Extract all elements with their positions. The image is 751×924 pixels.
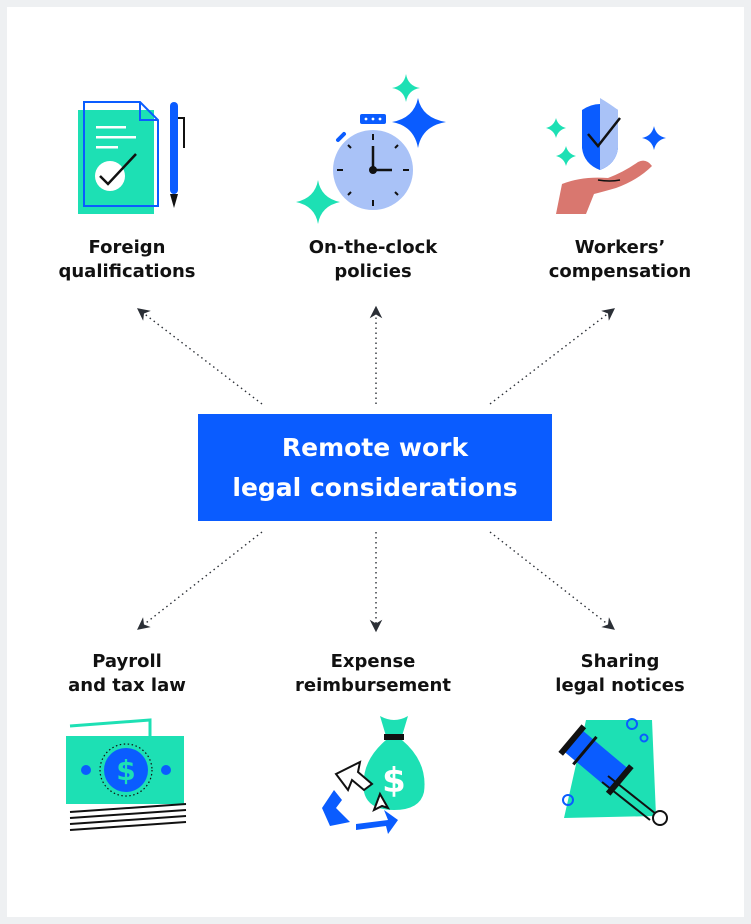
gavel-icon bbox=[558, 718, 668, 826]
money-bag-recycle-icon: $ bbox=[322, 716, 425, 834]
dollar-bills-icon: $ bbox=[66, 718, 187, 831]
connector-workers bbox=[489, 308, 615, 405]
node-label-payroll: Payroll and tax law bbox=[68, 651, 186, 696]
node-label-expense: Expense reimbursement bbox=[295, 651, 451, 696]
connector-sharing bbox=[489, 531, 615, 630]
stopwatch-with-sparkles-icon bbox=[296, 74, 446, 224]
center-title-line2: legal considerations bbox=[232, 472, 518, 502]
document-with-checkmark-and-pen-icon bbox=[78, 101, 185, 214]
connector-payroll bbox=[137, 531, 263, 630]
center-topic-box: Remote work legal considerations bbox=[198, 414, 552, 521]
node-label-sharing: Sharing legal notices bbox=[555, 651, 685, 696]
svg-text:$: $ bbox=[382, 761, 406, 801]
node-label-foreign: Foreign qualifications bbox=[58, 237, 196, 282]
node-label-workers: Workers’ compensation bbox=[548, 237, 692, 282]
node-label-clock: On-the-clock policies bbox=[308, 237, 438, 282]
hand-holding-shield-icon bbox=[546, 98, 666, 214]
svg-text:$: $ bbox=[116, 754, 135, 787]
connector-foreign bbox=[137, 308, 263, 405]
center-title-line1: Remote work bbox=[281, 432, 469, 462]
